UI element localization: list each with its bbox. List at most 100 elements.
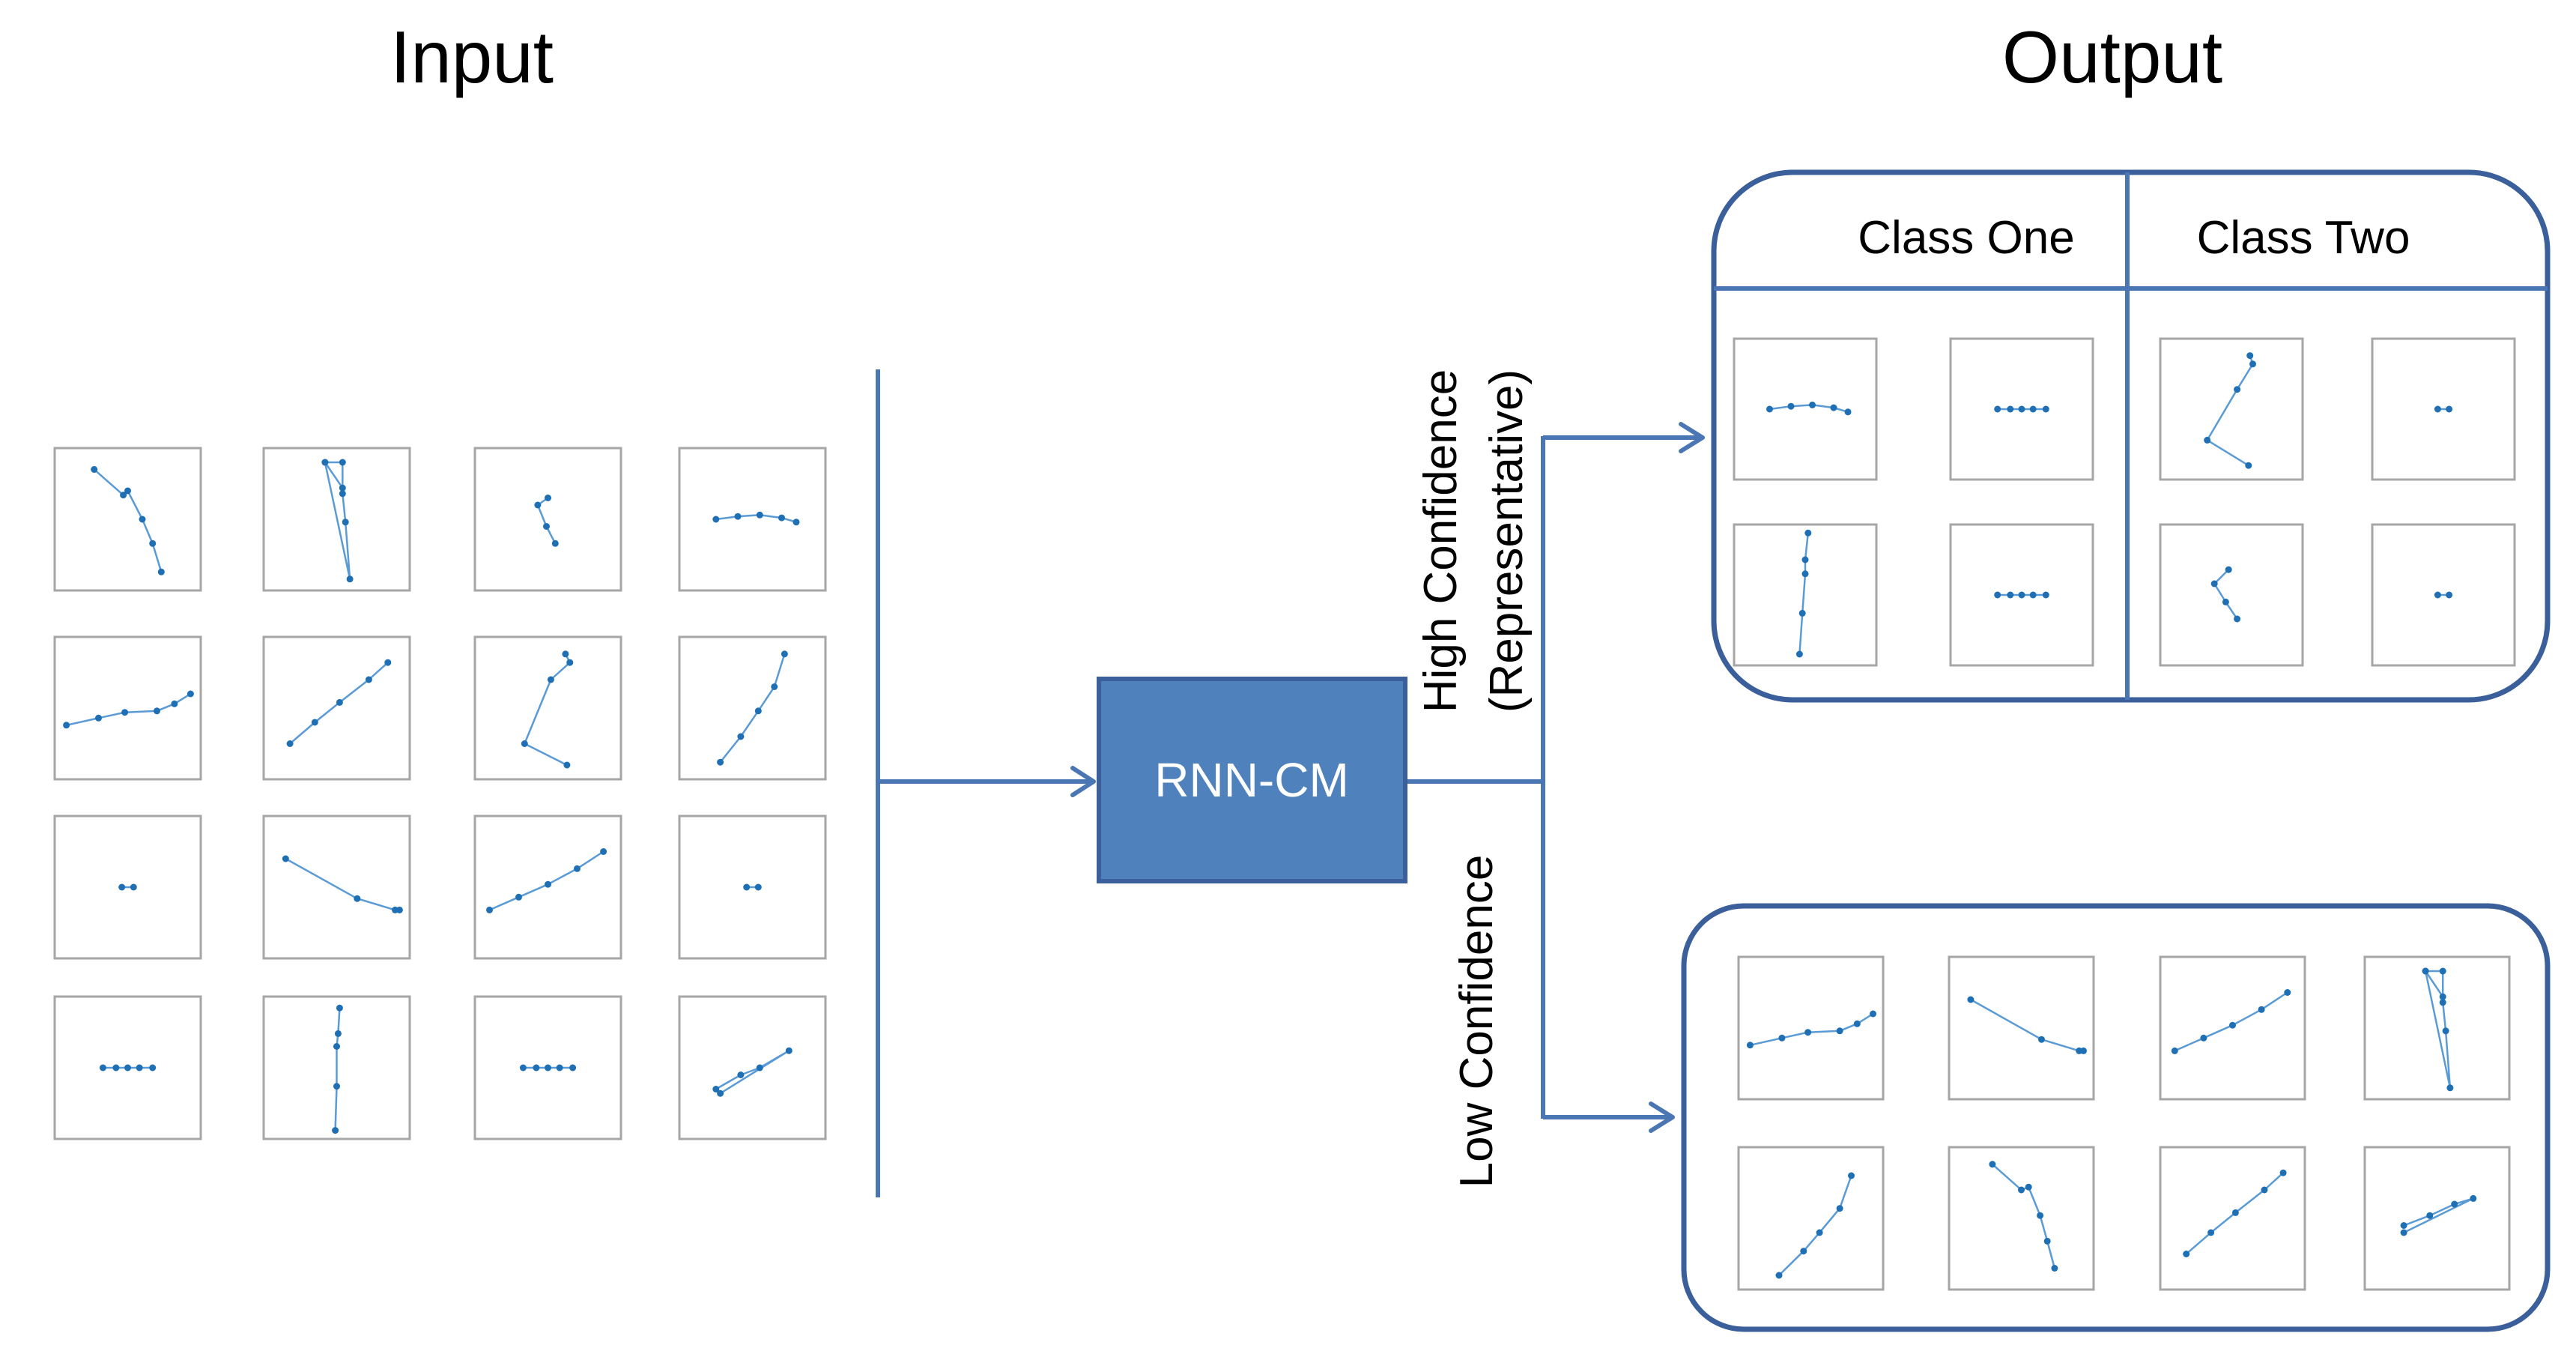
low-branch-arrowhead xyxy=(1649,1101,1675,1133)
trajectory-point xyxy=(1775,1272,1783,1279)
trajectory-point xyxy=(333,1043,340,1050)
trajectory-point xyxy=(771,683,778,690)
trajectory-point xyxy=(2261,1186,2268,1194)
trajectory-point xyxy=(2051,1265,2058,1272)
high-confidence-thumbnails xyxy=(1733,337,2516,667)
trajectory-point xyxy=(754,883,762,891)
trajectory-point xyxy=(2439,967,2446,975)
thumbnail-frame xyxy=(2363,1146,2511,1291)
trajectory-point xyxy=(756,1064,763,1072)
trajectory-point xyxy=(2245,462,2252,469)
trajectory-point xyxy=(118,883,126,891)
class-one-thumbnail xyxy=(1949,337,2094,481)
trajectory-point xyxy=(521,740,528,747)
trajectory-point xyxy=(1804,529,1812,537)
trajectory-point xyxy=(2183,1251,2190,1257)
thumbnail-frame xyxy=(1949,337,2094,481)
trajectory-point xyxy=(149,1064,157,1072)
low-confidence-thumbnail xyxy=(1948,955,2095,1101)
low-confidence-thumbnail xyxy=(2159,1146,2306,1291)
high-confidence-line1: High Confidence xyxy=(1415,369,1467,713)
trajectory-point xyxy=(2222,598,2229,605)
input-thumbnail xyxy=(473,447,622,592)
trajectory-point xyxy=(2258,1006,2265,1013)
thumbnail-frame xyxy=(2159,1146,2306,1291)
class-one-thumbnail xyxy=(1949,523,2094,667)
trajectory-point xyxy=(321,459,329,466)
connectors xyxy=(876,369,1705,1197)
trajectory-point xyxy=(534,501,542,509)
input-thumbnail xyxy=(53,995,202,1140)
trajectory-point xyxy=(346,575,354,583)
high-branch-arrowhead xyxy=(1679,422,1705,453)
representative-label: (Representative) xyxy=(1481,369,1533,713)
trajectory-point xyxy=(486,906,493,913)
low-confidence-thumbnail xyxy=(2363,1146,2511,1291)
trajectory-point xyxy=(712,516,720,523)
trajectory-point xyxy=(2446,405,2453,413)
thumbnail-frame xyxy=(678,635,827,781)
thumbnail-frame xyxy=(1733,337,1878,481)
trajectory-point xyxy=(2284,989,2291,996)
trajectory-path xyxy=(1991,1163,2056,1269)
trajectory-point xyxy=(339,459,346,466)
trajectory-point xyxy=(354,895,361,902)
trajectory-point xyxy=(1787,402,1795,410)
trajectory-point xyxy=(334,1030,342,1037)
trajectory-path xyxy=(93,468,163,573)
trajectory-point xyxy=(737,733,745,740)
thumbnail-frame xyxy=(1737,955,1885,1101)
trajectory-point xyxy=(1853,1020,1861,1027)
trajectory-point xyxy=(2018,405,2025,413)
trajectory-point xyxy=(533,1064,540,1072)
trajectory-point xyxy=(566,659,574,666)
trajectory-point xyxy=(547,676,554,683)
trajectory-point xyxy=(332,1127,339,1134)
trajectory-point xyxy=(99,1064,106,1072)
trajectory-point xyxy=(2207,1229,2215,1236)
trajectory-point xyxy=(756,511,763,519)
low-confidence-thumbnail xyxy=(2363,955,2511,1101)
model-box xyxy=(1097,677,1407,883)
trajectory-point xyxy=(2204,436,2211,444)
trajectory-point xyxy=(1836,1027,1843,1035)
input-thumbnail xyxy=(678,995,827,1140)
trajectory-point xyxy=(754,707,762,715)
high-confidence-box xyxy=(1711,169,2551,703)
trajectory-point xyxy=(157,568,165,575)
trajectory-point xyxy=(2037,1212,2044,1219)
trajectory-point xyxy=(743,883,751,891)
class-two-thumbnail xyxy=(2371,523,2516,667)
trajectory-point xyxy=(1746,1042,1754,1049)
trajectory-point xyxy=(545,495,551,501)
trajectory-point xyxy=(717,1089,724,1097)
input-thumbnail xyxy=(53,447,202,592)
trajectory-point xyxy=(130,883,137,891)
trajectory-path xyxy=(536,497,557,545)
trajectory-point xyxy=(2229,1021,2236,1029)
model-block: RNN-CM xyxy=(1097,677,1407,883)
trajectory-point xyxy=(2442,1027,2449,1035)
trajectory-point xyxy=(2042,405,2049,413)
trajectory-point xyxy=(2422,967,2429,975)
trajectory-point xyxy=(1801,556,1809,563)
trajectory-point xyxy=(2400,1222,2407,1229)
input-thumbnail xyxy=(262,635,411,781)
trajectory-point xyxy=(2038,1036,2045,1043)
trajectory-point xyxy=(63,722,70,729)
trajectory-point xyxy=(95,714,102,722)
trajectory-point xyxy=(712,1086,720,1092)
trajectory-point xyxy=(2007,591,2014,599)
trajectory-point xyxy=(2246,352,2254,360)
input-to-model-arrowhead xyxy=(1070,766,1096,797)
trajectory-point xyxy=(282,855,289,862)
trajectory-point xyxy=(737,1072,745,1078)
trajectory-point xyxy=(1967,996,1975,1003)
low-confidence-thumbnail xyxy=(1737,955,1885,1101)
trajectory-point xyxy=(1801,570,1809,578)
trajectory-point xyxy=(1844,408,1852,416)
thumbnail-frame xyxy=(1948,1146,2095,1291)
trajectory-point xyxy=(1778,1034,1786,1042)
trajectory-point xyxy=(124,1064,131,1072)
